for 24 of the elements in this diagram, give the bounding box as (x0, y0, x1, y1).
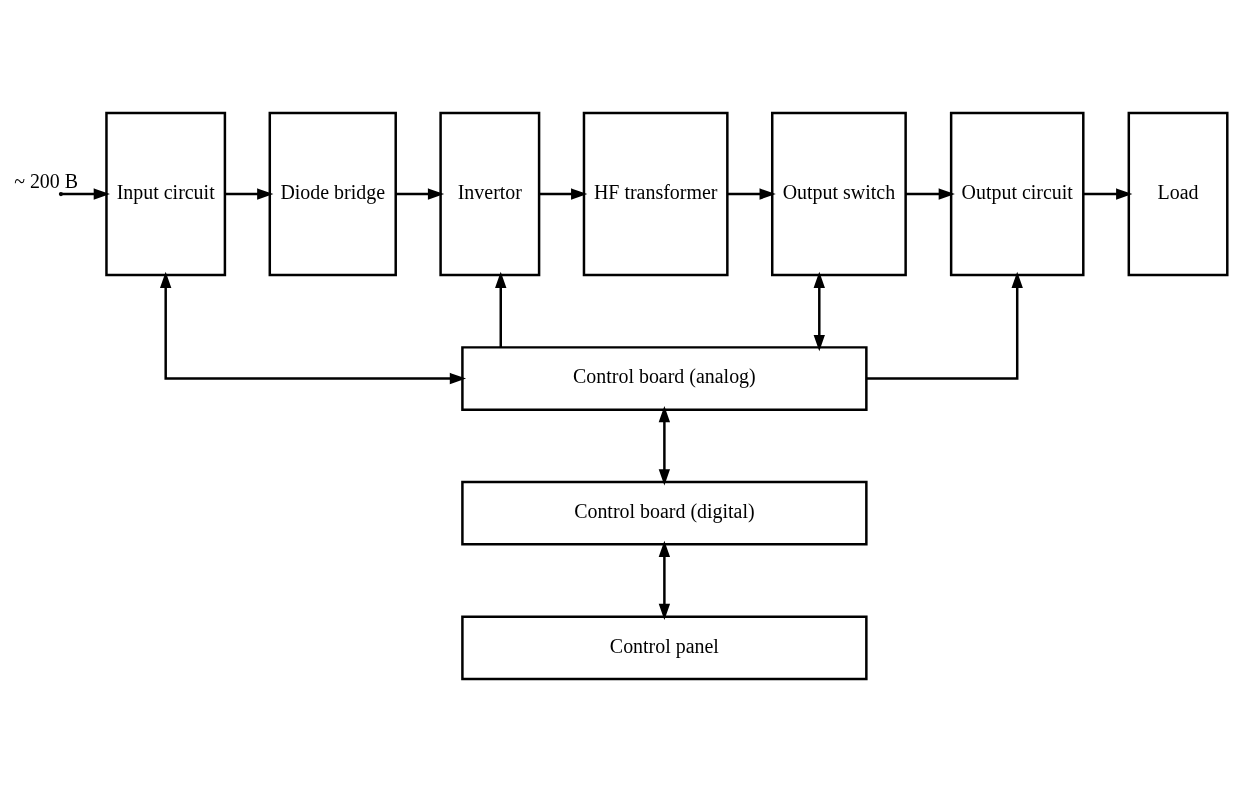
node-box: Load (1127, 111, 1229, 276)
arrow (395, 187, 445, 200)
arrow (1083, 187, 1133, 200)
arrow (225, 187, 274, 200)
node-box: Input circuit (105, 111, 227, 276)
node-box: Invertor (439, 111, 541, 276)
node-box: Control board (analog) (461, 345, 868, 411)
node-box: Control panel (461, 614, 868, 680)
node-box: HF transformer (582, 111, 729, 276)
arrow (813, 271, 825, 351)
arrow (495, 271, 507, 347)
arrow (658, 540, 671, 620)
arrow (658, 405, 671, 485)
node-box: Diode bridge (268, 111, 397, 276)
arrow (727, 187, 776, 200)
node-box: Control board (digital) (461, 480, 868, 546)
arrow (539, 187, 588, 200)
arrow (160, 271, 467, 384)
arrow (62, 187, 110, 200)
arrow (905, 187, 955, 200)
arrow (866, 271, 1023, 380)
node-box: Output switch (771, 111, 907, 276)
node-box: Output circuit (949, 111, 1085, 276)
edge-label: ~ 200 B (14, 169, 79, 192)
